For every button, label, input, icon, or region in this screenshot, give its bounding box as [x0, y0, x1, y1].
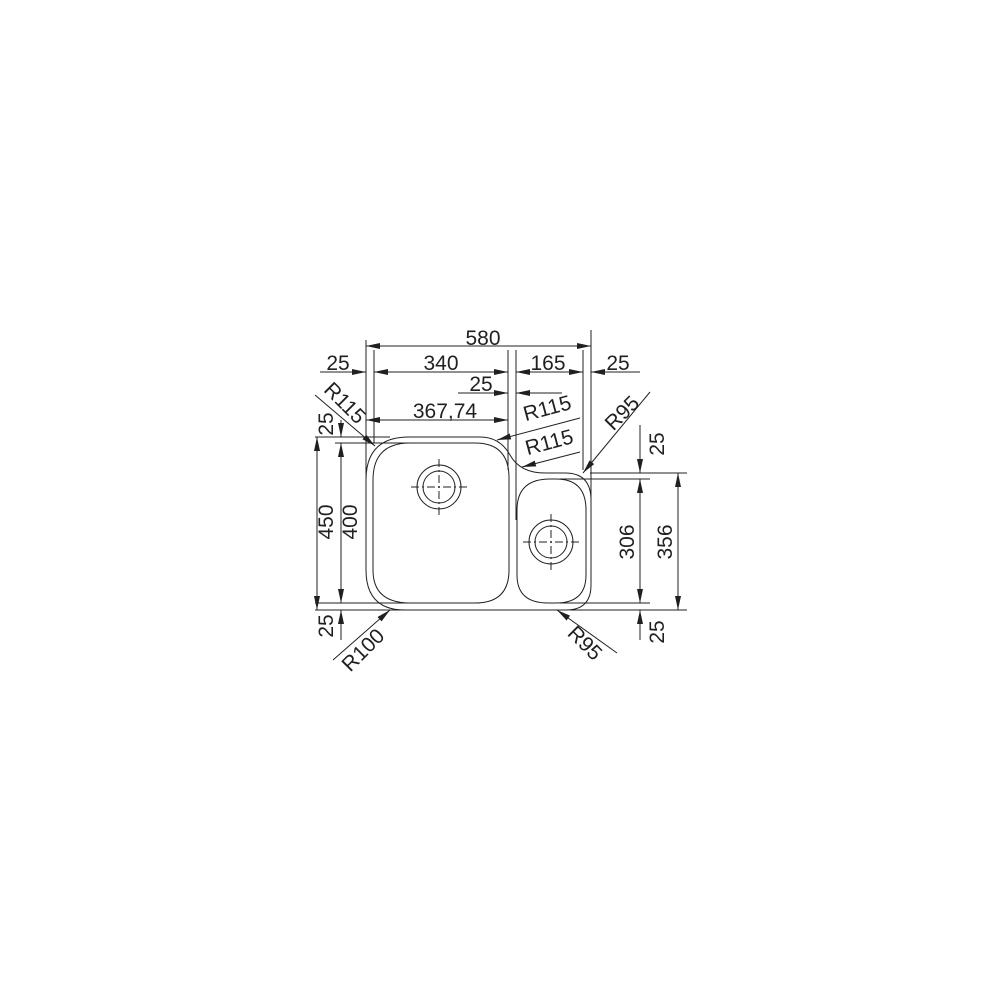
left-drain-icon	[411, 459, 467, 515]
dim-right-bottom-margin: 25	[646, 620, 669, 643]
dim-bottom-left-margin: 25	[315, 614, 338, 637]
radius-bottom-right: R95	[563, 622, 607, 666]
vertical-dimensions	[314, 420, 681, 640]
dim-580: 580	[465, 327, 500, 350]
radius-top-right: R95	[601, 392, 645, 436]
radius-bottom-left: R100	[338, 625, 390, 677]
dim-306: 306	[616, 524, 639, 559]
dim-356: 356	[654, 524, 677, 559]
dim-top-left-margin: 25	[315, 412, 338, 435]
dim-right-top-margin: 25	[646, 432, 669, 455]
sink-outer-outline	[365, 436, 592, 611]
left-bowl-inner	[372, 442, 510, 604]
dim-left-margin: 25	[326, 352, 349, 375]
dim-right-margin: 25	[606, 352, 629, 375]
radius-divider-top: R115	[521, 391, 574, 426]
dim-367-74: 367,74	[413, 400, 478, 423]
dim-divider: 25	[469, 373, 492, 396]
right-drain-icon	[523, 514, 579, 570]
radius-leaders	[314, 391, 651, 661]
dim-165: 165	[530, 352, 565, 375]
dim-340: 340	[423, 352, 458, 375]
horizontal-dimensions	[320, 343, 640, 423]
dim-400: 400	[339, 504, 362, 539]
right-bowl-inner	[516, 478, 587, 604]
dim-450: 450	[315, 504, 338, 539]
